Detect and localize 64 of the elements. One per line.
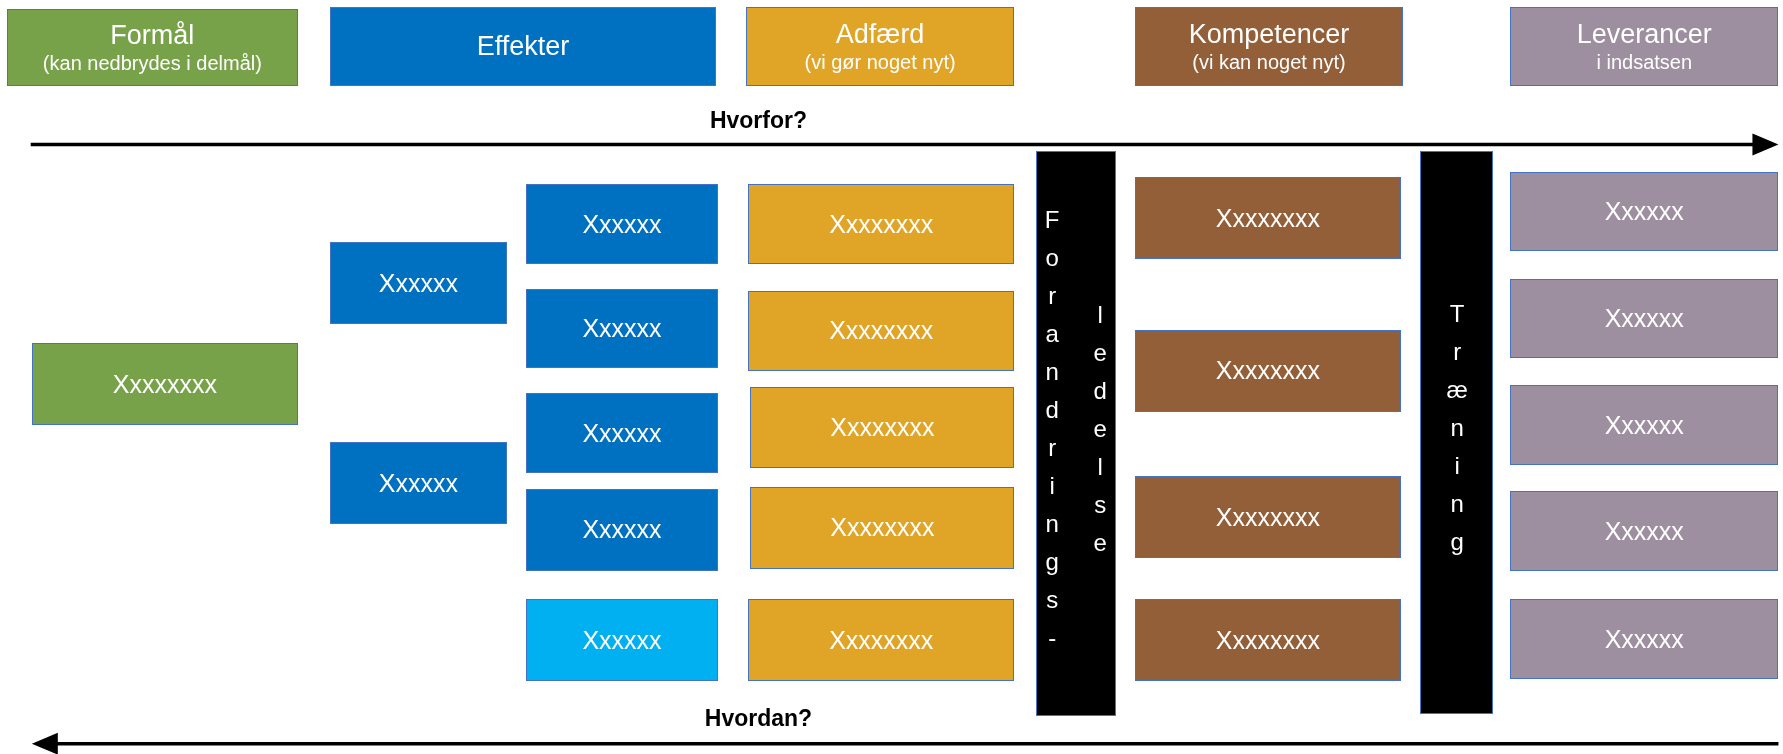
effect-box [526, 184, 718, 264]
deliverable-box [1510, 599, 1779, 679]
box-label: Xxxxxxxx [830, 513, 935, 543]
column-heading: Formål [110, 20, 195, 52]
box-label: Xxxxxxxx [830, 413, 935, 443]
column-heading: Leverancer [1576, 19, 1712, 51]
column-heading: Effekter [476, 31, 570, 63]
column-subheading: (kan nedbrydes i delmål) [42, 51, 262, 76]
header-box [6, 9, 298, 87]
column-subheading: i indsatsen [1596, 50, 1693, 75]
goal-box [31, 343, 298, 426]
box-label: Xxxxxxxx [1215, 625, 1320, 655]
effect-box [526, 393, 718, 474]
box-label: Xxxxxx [1604, 410, 1684, 440]
effect-box [526, 599, 718, 682]
competence-box [1134, 329, 1401, 412]
box-label: Xxxxxxxx [112, 369, 217, 399]
box-label: Xxxxxxxx [829, 209, 934, 239]
deliverable-box [1510, 278, 1779, 359]
behavior-box [748, 184, 1015, 264]
box-label: Xxxxxxxx [829, 625, 934, 655]
header-box [1510, 6, 1779, 87]
box-label: Xxxxxx [582, 418, 662, 448]
vertical-label: Træning [1442, 299, 1472, 566]
deliverable-box [1510, 385, 1779, 466]
header-box [1134, 6, 1404, 87]
effect-box [329, 442, 508, 525]
vertical-label: Forandrings-ledelse [1037, 204, 1115, 664]
competence-box [1134, 177, 1401, 260]
effect-box [526, 288, 718, 369]
behavior-box [748, 291, 1015, 371]
competence-box [1134, 599, 1401, 682]
box-label: Xxxxxx [582, 314, 662, 344]
box-label: Xxxxxxxx [1215, 356, 1320, 386]
vertical-bar [1035, 151, 1116, 717]
box-label: Xxxxxx [378, 468, 459, 498]
box-label: Xxxxxx [1604, 624, 1684, 654]
box-label: Xxxxxx [1604, 197, 1684, 226]
column-subheading: (vi gør noget nyt) [804, 50, 956, 75]
behavior-box [750, 486, 1015, 569]
box-label: Xxxxxx [582, 625, 662, 655]
box-label: Xxxxxx [582, 209, 662, 239]
box-label: Xxxxxx [1604, 303, 1684, 333]
column-heading: Kompetencer [1188, 19, 1350, 51]
box-label: Xxxxxx [582, 515, 662, 545]
box-label: Xxxxxxxx [1215, 502, 1320, 532]
vertical-bar [1420, 151, 1493, 715]
deliverable-box [1510, 491, 1779, 571]
header-box [745, 6, 1015, 87]
behavior-box [750, 386, 1015, 469]
competence-box [1134, 476, 1401, 559]
effect-box [329, 242, 508, 325]
column-heading: Adfærd [835, 19, 925, 51]
axis-label: Hvordan? [704, 705, 813, 732]
header-box [329, 6, 717, 87]
box-label: Xxxxxx [1604, 516, 1684, 546]
effect-box [526, 488, 718, 571]
deliverable-box [1510, 171, 1779, 252]
column-subheading: (vi kan noget nyt) [1192, 50, 1346, 75]
behavior-box [748, 599, 1015, 682]
axis-label: Hvorfor? [709, 106, 807, 134]
box-label: Xxxxxxxx [829, 316, 934, 346]
box-label: Xxxxxx [378, 268, 459, 298]
box-label: Xxxxxxxx [1215, 203, 1320, 233]
